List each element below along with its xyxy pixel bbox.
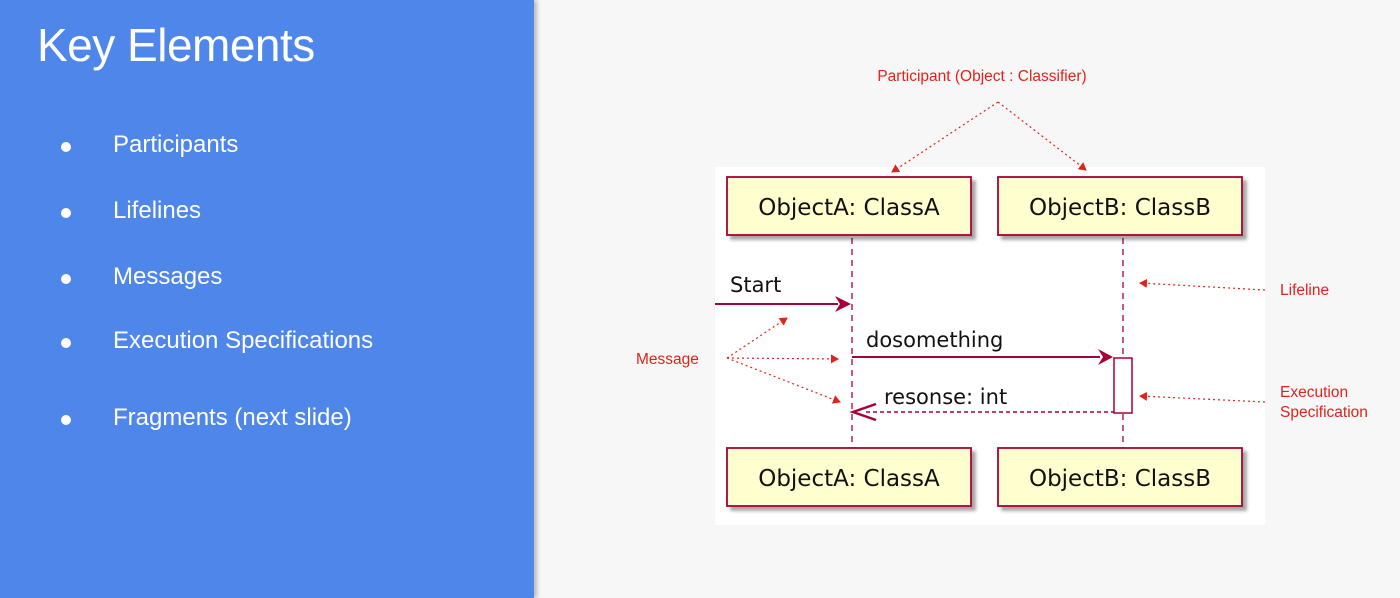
bullet-label: Execution Specifications: [113, 327, 374, 354]
participant-label: ObjectA: ClassA: [758, 466, 940, 492]
arrowhead-icon: [849, 402, 877, 422]
participant-b-bottom: ObjectB: ClassB: [997, 447, 1243, 507]
bullet-dot: [61, 142, 71, 152]
bullet-label: Fragments (next slide): [113, 404, 352, 431]
annotation-label: Lifeline: [1280, 282, 1329, 299]
bullet-dot: [61, 415, 71, 425]
message-label: Start: [730, 273, 781, 297]
message-response: resonse: int: [849, 385, 1114, 422]
annotation-label: Participant (Object : Classifier): [877, 68, 1086, 85]
annotation-participant: Participant (Object : Classifier): [877, 68, 1087, 173]
bullet-item: Messages: [0, 263, 520, 293]
bullet-dot: [61, 274, 71, 284]
participant-label: ObjectB: ClassB: [1029, 466, 1211, 492]
bullet-item: Lifelines: [0, 197, 520, 227]
annotation-label: Execution: [1280, 384, 1348, 401]
message-start: Start: [715, 273, 851, 312]
bullet-label: Lifelines: [113, 197, 202, 224]
participant-label: ObjectA: ClassA: [758, 195, 940, 221]
participant-b-top: ObjectB: ClassB: [997, 176, 1243, 236]
execution-bar: [1113, 357, 1133, 414]
left-panel: Key Elements Participants Lifelines Mess…: [0, 0, 534, 598]
message-label: resonse: int: [884, 385, 1007, 409]
slide-title: Key Elements: [37, 19, 315, 71]
participant-a-bottom: ObjectA: ClassA: [726, 447, 972, 507]
annotation-message: Message: [636, 317, 841, 404]
annotation-label: Specification: [1280, 404, 1368, 421]
annotation-execution: Execution Specification: [1139, 384, 1368, 421]
participant-a-top: ObjectA: ClassA: [726, 176, 972, 236]
bullet-item: Participants: [0, 131, 520, 161]
bullet-item: Fragments (next slide): [0, 404, 520, 434]
bullet-item: Execution Specifications: [0, 327, 520, 357]
arrowhead-icon: [1098, 349, 1113, 365]
bullet-label: Messages: [113, 263, 223, 290]
annotation-label: Message: [636, 351, 699, 368]
bullet-dot: [61, 338, 71, 348]
participant-label: ObjectB: ClassB: [1029, 195, 1211, 221]
bullet-dot: [61, 208, 71, 218]
bullet-label: Participants: [113, 131, 239, 158]
annotation-lifeline: Lifeline: [1139, 278, 1329, 299]
arrowhead-icon: [835, 296, 851, 312]
message-dosomething: dosomething: [852, 328, 1113, 365]
message-label: dosomething: [866, 328, 1003, 352]
